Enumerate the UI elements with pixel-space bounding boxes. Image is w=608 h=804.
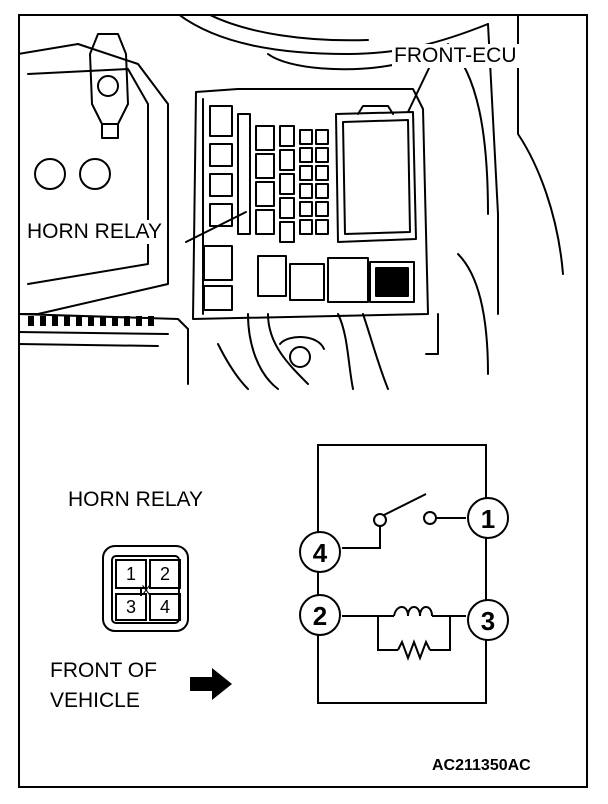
connector-pin-1: 1 [126,564,136,584]
front-of-vehicle-line2: VEHICLE [50,689,140,712]
coil-icon [393,606,433,617]
terminal-4-label: 4 [313,538,328,568]
terminal-3-circle [467,599,509,641]
terminal-1-circle [467,497,509,539]
figure-code: AC211350AC [432,757,531,774]
arrow-right-icon [190,668,232,700]
switch-icon [342,493,466,549]
resistor-icon [397,639,431,661]
connector-pin-3: 3 [126,597,136,617]
terminal-4-circle [299,531,341,573]
front-of-vehicle-line1: FRONT OF [50,659,157,682]
horn-relay-title: HORN RELAY [68,488,203,511]
engine-bay-illustration [18,14,564,390]
connector-center-mark: X [141,582,151,598]
front-of-vehicle-label: FRONT OF VEHICLE [50,656,157,716]
terminal-2-label: 2 [313,601,327,631]
front-ecu-label: FRONT-ECU [392,44,519,68]
connector-diagram [102,545,189,632]
relay-box [317,444,487,704]
connector-pin-2: 2 [160,564,170,584]
terminal-3-label: 3 [481,606,495,636]
terminal-1-label: 1 [481,504,495,534]
terminal-2-circle [299,594,341,636]
horn-relay-callout-label: HORN RELAY [25,220,164,244]
connector-pin-4: 4 [160,597,170,617]
